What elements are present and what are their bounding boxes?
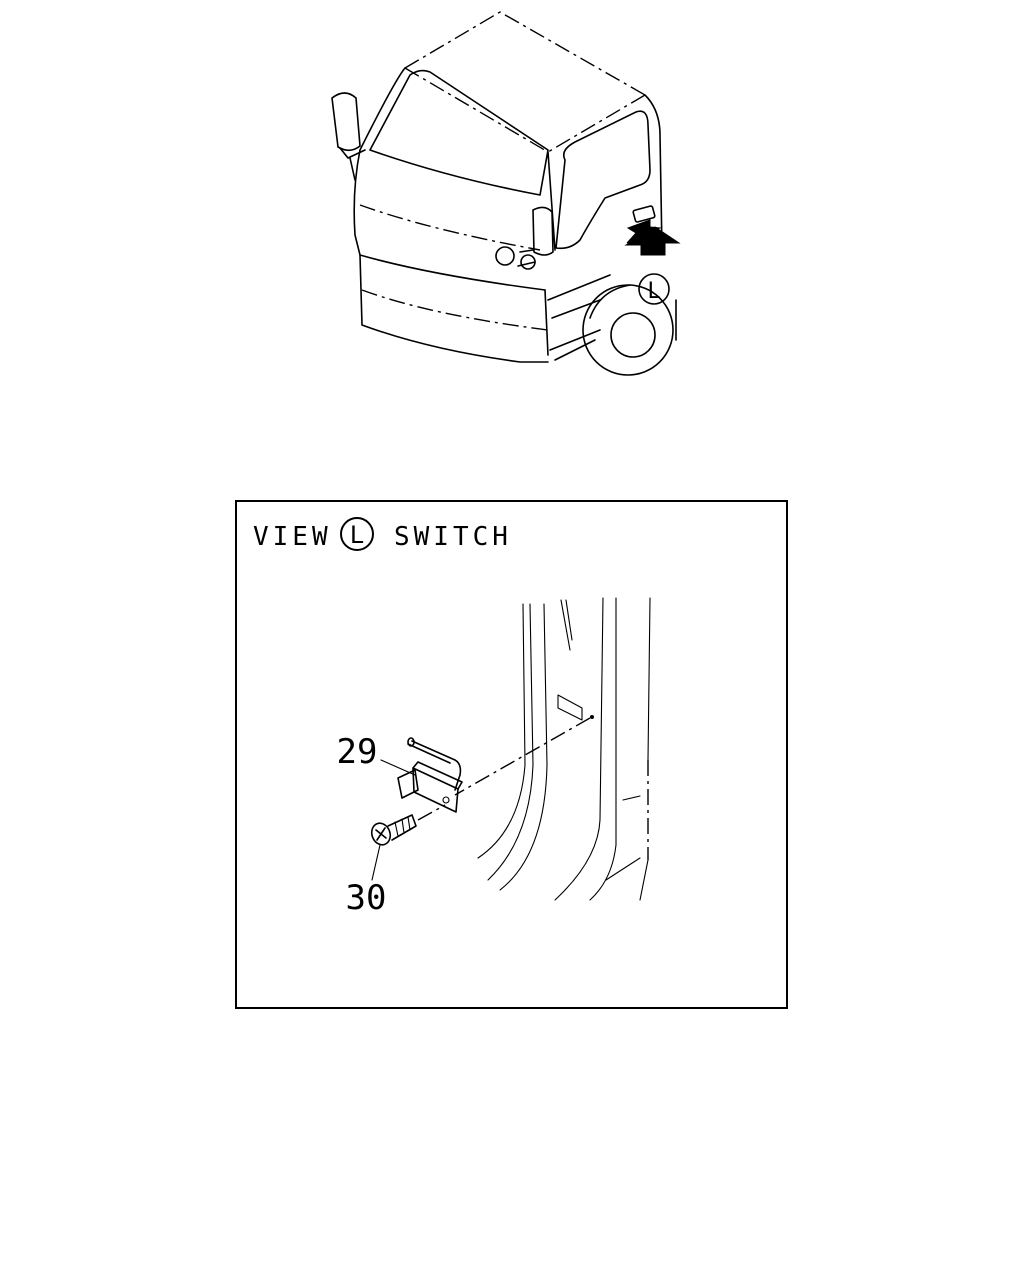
- overview-view-marker: L: [647, 279, 660, 304]
- callout-29-leader: [380, 759, 416, 776]
- detail-view-frame: [235, 500, 788, 1009]
- screw-part: [370, 804, 446, 846]
- door-pillar-illustration: [454, 597, 651, 901]
- detail-title-suffix: SWITCH: [394, 522, 512, 552]
- callout-29-number: 29: [337, 732, 378, 772]
- door-switch-part: [397, 737, 463, 813]
- detail-title-marker-circle: [340, 517, 374, 551]
- truck-cab-illustration: [331, 11, 681, 376]
- callout-30-number: 30: [346, 878, 387, 918]
- detail-title-marker: L: [350, 521, 364, 549]
- callout-30-leader: [371, 844, 381, 881]
- detail-title-prefix: VIEW: [253, 522, 332, 552]
